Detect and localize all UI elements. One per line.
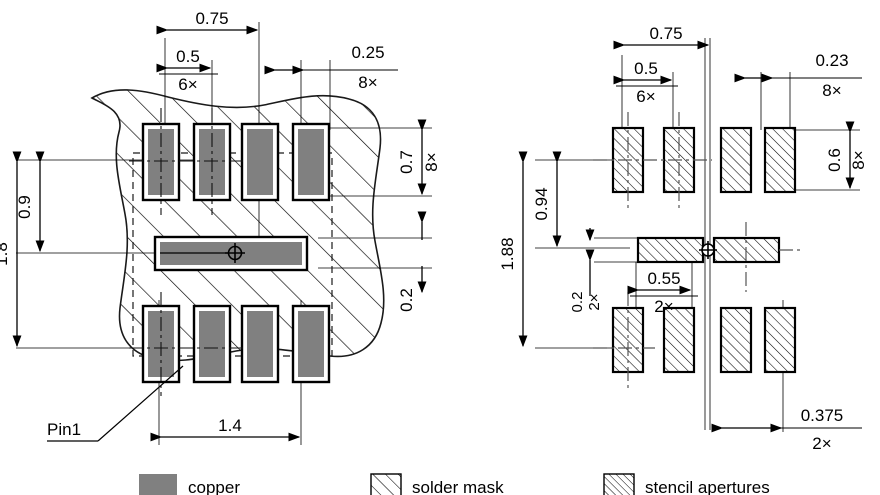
right-dim-0p375: 0.375 2× [711, 406, 862, 453]
copper-pad [291, 122, 331, 202]
component-body-outline [132, 152, 333, 357]
copper-swatch [139, 474, 177, 495]
dim-qty: 2× [654, 297, 673, 316]
right-center-marks [593, 112, 800, 390]
copper-pad [291, 304, 331, 384]
copper-pad [240, 122, 280, 202]
stencil-aperture [763, 306, 797, 374]
copper-pad [240, 304, 280, 384]
copper-pad [192, 304, 232, 384]
right-dim-0p5: 0.5 6× [613, 59, 678, 106]
dim-label: 0.75 [195, 9, 228, 28]
center-marks [129, 108, 243, 396]
dim-label: 0.2 [569, 292, 586, 313]
left-dim-0p75: 0.75 [156, 9, 259, 35]
dim-label: 0.375 [801, 406, 844, 425]
solder-mask-region [90, 89, 385, 362]
dim-label: 1.8 [0, 242, 11, 266]
stencil-aperture [636, 236, 705, 264]
legend-label: solder mask [412, 478, 504, 495]
dim-label: 1.4 [218, 416, 242, 435]
left-dim-0p2: 0.2 [397, 211, 427, 312]
left-view: 0.75 0.5 6× 0.25 8× 0.7 8× 0.2 [0, 9, 441, 445]
right-view: 0.75 0.5 6× 0.23 8× 0.6 8× 0.94 1.88 [498, 24, 868, 453]
legend-label: copper [188, 478, 240, 495]
datum-crosshair-icon [160, 243, 245, 263]
copper-pad-row-bottom [141, 304, 331, 384]
legend-item-solder-mask: solder mask [370, 473, 504, 495]
stencil-aperture [719, 126, 753, 194]
dim-qty: 8× [358, 73, 377, 92]
stencil-swatch [603, 473, 635, 495]
dim-label: 0.94 [532, 187, 551, 220]
dim-label: 0.6 [825, 148, 844, 172]
right-dim-0p2: 0.2 2× [569, 228, 603, 312]
stencil-aperture [763, 126, 797, 194]
left-dim-0p25: 0.25 8× [264, 43, 398, 92]
left-dim-1p4: 1.4 [150, 416, 301, 442]
stencil-aperture [719, 306, 753, 374]
left-dim-1p8: 1.8 [0, 151, 22, 348]
legend: copper solder mask stencil apertures [139, 473, 770, 495]
dim-qty: 2× [812, 434, 831, 453]
legend-label: stencil apertures [645, 478, 770, 495]
dim-label: 0.25 [351, 43, 384, 62]
right-dim-0p75: 0.75 [613, 24, 710, 50]
left-dim-0p5: 0.5 6× [156, 47, 218, 94]
legend-item-copper: copper [139, 474, 240, 495]
dim-label: 0.55 [647, 269, 680, 288]
dim-label: 1.88 [498, 237, 517, 270]
dim-qty: 6× [636, 87, 655, 106]
dim-label: 0.75 [649, 24, 682, 43]
stencil-aperture-row-bottom [611, 306, 797, 374]
datum-crosshair-icon [699, 241, 717, 259]
dim-label: 0.23 [815, 51, 848, 70]
right-dim-0p94: 0.94 [532, 151, 562, 248]
stencil-aperture [662, 306, 696, 374]
dim-label: 0.2 [397, 288, 416, 312]
legend-item-stencil-apertures: stencil apertures [603, 473, 770, 495]
dim-qty: 8× [822, 81, 841, 100]
solder-mask-outline [90, 89, 385, 362]
dim-qty: 8× [849, 150, 868, 169]
dim-label: 0.5 [634, 59, 658, 78]
dim-qty: 6× [178, 75, 197, 94]
dim-label: 0.7 [397, 150, 416, 174]
dim-label: 0.5 [176, 47, 200, 66]
right-dim-0p23: 0.23 8× [734, 51, 862, 100]
dim-qty: 8× [422, 152, 441, 171]
dim-label: 0.9 [15, 195, 34, 219]
pin1-callout: Pin1 [47, 365, 184, 442]
right-dim-1p88: 1.88 [498, 151, 528, 348]
right-dim-0p6: 0.6 8× [825, 121, 868, 190]
left-dim-0p7: 0.7 8× [397, 119, 441, 196]
pin1-label: Pin1 [47, 420, 81, 439]
dim-qty: 2× [586, 293, 603, 310]
solder-mask-swatch [370, 473, 402, 495]
right-dim-0p55: 0.55 2× [627, 269, 698, 316]
